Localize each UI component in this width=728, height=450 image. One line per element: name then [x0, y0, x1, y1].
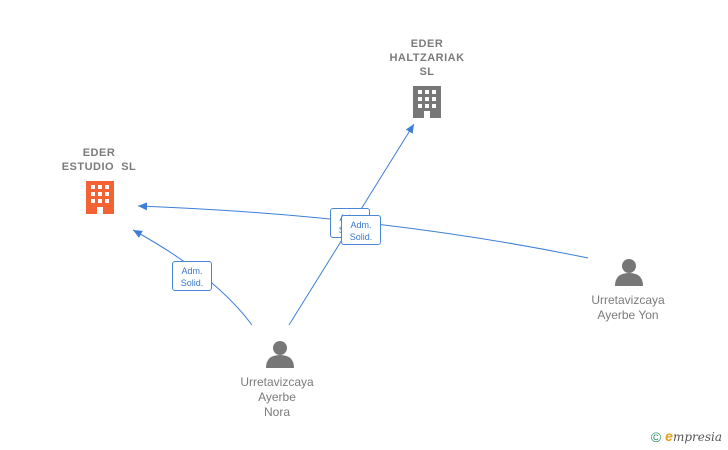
edge-label-line: Adm.: [350, 220, 372, 230]
edge-label-nora-estudio[interactable]: Adm. Solid.: [172, 261, 212, 291]
building-icon: [413, 86, 441, 118]
brand-initial: e: [665, 428, 673, 444]
person-label-nora[interactable]: Urretavizcaya Ayerbe Nora: [222, 375, 332, 420]
label-line: Nora: [263, 405, 290, 419]
label-line: Ayerbe: [258, 390, 296, 404]
person-icon: [615, 259, 643, 286]
company-label-eder-estudio[interactable]: EDER ESTUDIO SL: [45, 146, 153, 174]
label-line: Urretavizcaya: [240, 375, 314, 389]
company-label-eder-haltzariak[interactable]: EDER HALTZARIAK SL: [375, 37, 479, 79]
label-line: EDER: [82, 147, 116, 159]
edge-label-yon-estudio[interactable]: Adm. Solid.: [341, 215, 381, 245]
building-icon: [86, 181, 114, 214]
label-line: Ayerbe Yon: [597, 308, 659, 322]
person-label-yon[interactable]: Urretavizcaya Ayerbe Yon: [573, 293, 683, 323]
copyright-icon: ©: [650, 429, 662, 445]
label-line: ESTUDIO SL: [61, 161, 137, 173]
label-line: SL: [419, 66, 435, 78]
label-line: Urretavizcaya: [591, 293, 665, 307]
label-line: EDER: [410, 38, 444, 50]
brand-name: mpresia: [672, 430, 722, 444]
edge-label-line: Solid.: [180, 278, 204, 288]
label-line: HALTZARIAK: [389, 52, 465, 64]
person-icon: [266, 341, 294, 368]
edge-label-line: Solid.: [349, 232, 373, 242]
edge-label-line: Adm.: [181, 266, 203, 276]
empresia-logo: ©empresia: [651, 428, 722, 445]
